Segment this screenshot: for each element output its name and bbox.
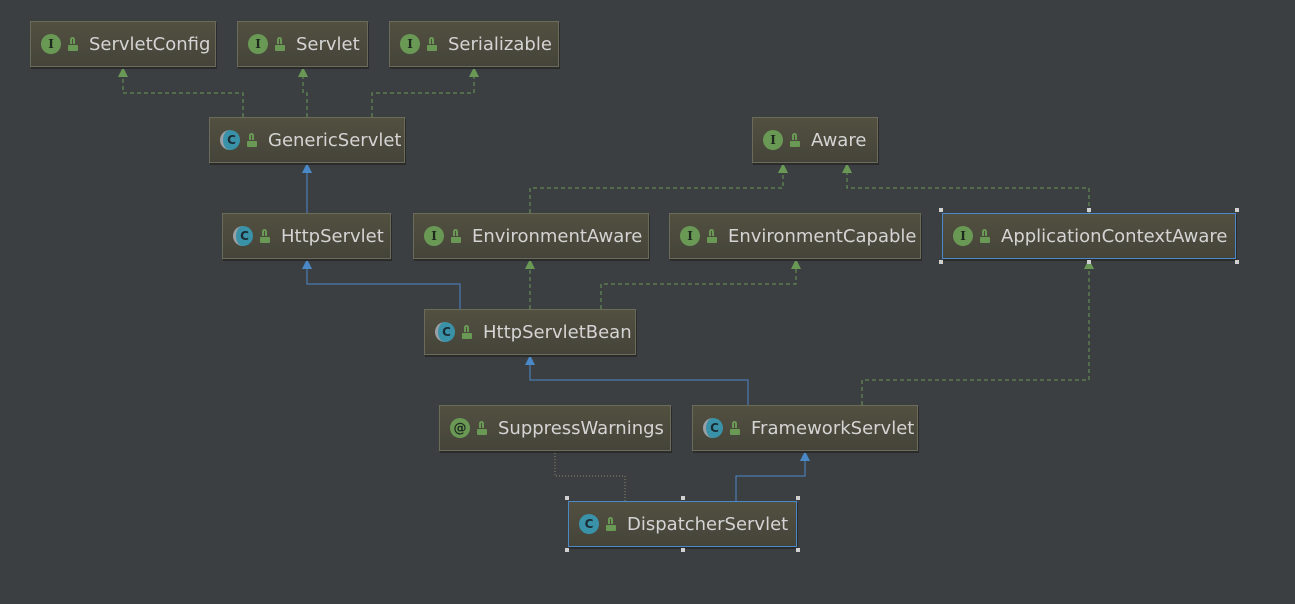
node-label: ServletConfig [89, 33, 211, 55]
node-genericservlet[interactable]: C GenericServlet [209, 117, 405, 163]
edge-implements-frameworkservlet-to-applicationcontextaware[interactable] [861, 259, 1090, 405]
abstract-class-icon: C [220, 130, 240, 150]
selection-handle[interactable] [939, 208, 943, 212]
node-label: EnvironmentAware [472, 225, 643, 247]
interface-icon: I [248, 34, 268, 54]
public-visibility-icon [427, 36, 437, 51]
interface-icon: I [424, 226, 444, 246]
node-httpservletbean[interactable]: C HttpServletBean [424, 309, 636, 355]
node-servletconfig[interactable]: I ServletConfig [30, 21, 216, 67]
selection-handle[interactable] [1087, 260, 1091, 264]
node-label: HttpServletBean [483, 321, 632, 343]
node-label: ApplicationContextAware [1001, 225, 1228, 247]
public-visibility-icon [790, 132, 800, 147]
public-visibility-icon [260, 228, 270, 243]
selection-handle[interactable] [1235, 208, 1239, 212]
node-suppresswarnings[interactable]: @ SuppressWarnings [439, 405, 671, 451]
edge-implements-httpservletbean-to-environmentcapable[interactable] [600, 259, 797, 309]
arrowhead [525, 355, 535, 365]
node-label: EnvironmentCapable [728, 225, 917, 247]
interface-icon: I [763, 130, 783, 150]
public-visibility-icon [707, 228, 717, 243]
selection-handle[interactable] [1087, 208, 1091, 212]
node-aware[interactable]: I Aware [752, 117, 878, 163]
node-frameworkservlet[interactable]: C FrameworkServlet [692, 405, 918, 451]
node-label: GenericServlet [268, 129, 402, 151]
node-environmentaware[interactable]: I EnvironmentAware [413, 213, 649, 259]
node-servlet[interactable]: I Servlet [237, 21, 368, 67]
node-label: FrameworkServlet [751, 417, 915, 439]
abstract-class-icon: C [435, 322, 455, 342]
interface-icon: I [680, 226, 700, 246]
edge-implements-environmentaware-to-aware[interactable] [529, 163, 784, 213]
arrowhead [302, 259, 312, 269]
public-visibility-icon [451, 228, 461, 243]
selection-handle[interactable] [565, 496, 569, 500]
edge-extends-frameworkservlet-to-httpservletbean[interactable] [529, 355, 749, 405]
selection-handle[interactable] [1235, 260, 1239, 264]
public-visibility-icon [730, 420, 740, 435]
abstract-class-icon: C [703, 418, 723, 438]
node-environmentcapable[interactable]: I EnvironmentCapable [669, 213, 921, 259]
public-visibility-icon [980, 228, 990, 243]
edge-extends-httpservletbean-to-httpservlet[interactable] [306, 259, 461, 309]
interface-icon: I [41, 34, 61, 54]
arrowhead [791, 259, 801, 269]
node-label: SuppressWarnings [498, 417, 664, 439]
node-label: Aware [811, 129, 867, 151]
interface-icon: I [400, 34, 420, 54]
node-serializable[interactable]: I Serializable [389, 21, 559, 67]
selection-handle[interactable] [565, 548, 569, 552]
arrowhead [842, 163, 852, 173]
edge-implements-genericservlet-to-servletconfig[interactable] [122, 67, 244, 117]
selection-handle[interactable] [680, 548, 685, 552]
node-applicationcontextaware[interactable]: I ApplicationContextAware [942, 213, 1236, 259]
node-httpservlet[interactable]: C HttpServlet [222, 213, 391, 259]
arrowhead [1084, 259, 1094, 269]
edge-extends-dispatcherservlet-to-frameworkservlet[interactable] [735, 451, 806, 501]
arrowhead [302, 163, 312, 173]
public-visibility-icon [462, 324, 472, 339]
arrowhead [525, 259, 535, 269]
interface-icon: I [953, 226, 973, 246]
selection-handle[interactable] [796, 496, 800, 500]
node-label: DispatcherServlet [627, 513, 789, 535]
annotation-icon: @ [450, 418, 470, 438]
public-visibility-icon [275, 36, 285, 51]
arrowhead [298, 67, 308, 77]
public-visibility-icon [247, 132, 257, 147]
edge-implements-applicationcontextaware-to-aware[interactable] [846, 163, 1090, 213]
public-visibility-icon [68, 36, 78, 51]
node-label: Servlet [296, 33, 360, 55]
abstract-class-icon: C [233, 226, 253, 246]
selection-handle[interactable] [796, 548, 800, 552]
arrowhead [118, 67, 128, 77]
arrowhead [778, 163, 788, 173]
public-visibility-icon [477, 420, 487, 435]
class-icon: C [579, 514, 599, 534]
node-dispatcherservlet[interactable]: C DispatcherServlet [568, 501, 797, 547]
arrowhead [469, 67, 479, 77]
node-label: HttpServlet [281, 225, 384, 247]
selection-handle[interactable] [680, 496, 685, 500]
edge-implements-genericservlet-to-serializable[interactable] [371, 67, 475, 117]
edge-annotated-dispatcherservlet-to-suppresswarnings[interactable] [554, 451, 626, 501]
public-visibility-icon [606, 516, 616, 531]
node-label: Serializable [448, 33, 552, 55]
arrowhead [800, 451, 810, 461]
selection-handle[interactable] [939, 260, 943, 264]
